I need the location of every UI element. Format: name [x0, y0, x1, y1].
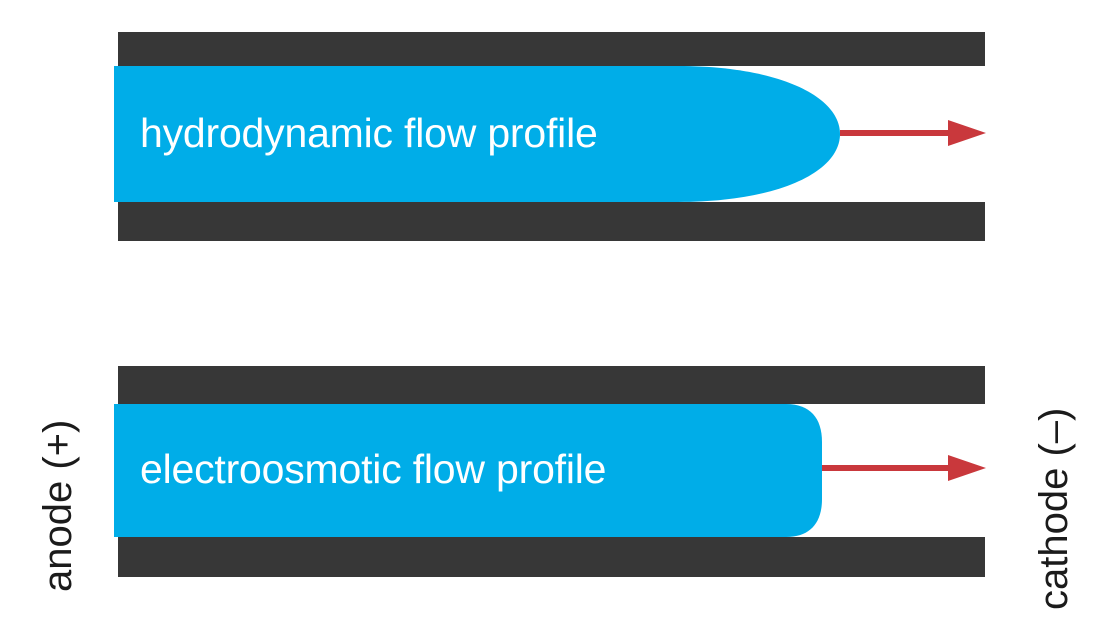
parabolic-profile-path: [114, 66, 840, 202]
anode-label: anode (+): [36, 419, 80, 592]
channel-wall-top: [118, 366, 985, 404]
arrow-head: [948, 455, 986, 481]
plug-profile-path: [114, 404, 822, 537]
fluid-body-plug: [114, 404, 985, 537]
hydrodynamic-flow-label: hydrodynamic flow profile: [140, 110, 598, 156]
fluid-body-parabolic: [114, 66, 985, 202]
electroosmotic-flow-label: electroosmotic flow profile: [140, 446, 607, 492]
channel-wall-top: [118, 32, 985, 66]
channel-wall-bottom: [118, 537, 985, 577]
channel-wall-bottom: [118, 202, 985, 241]
cathode-label: cathode (–): [1032, 407, 1076, 610]
arrow-head: [948, 120, 986, 146]
flow-arrow-hydrodynamic: [840, 117, 990, 149]
channel-electroosmotic: [114, 366, 985, 577]
flow-arrow-electroosmotic: [822, 452, 992, 484]
channel-hydrodynamic: [114, 32, 985, 241]
